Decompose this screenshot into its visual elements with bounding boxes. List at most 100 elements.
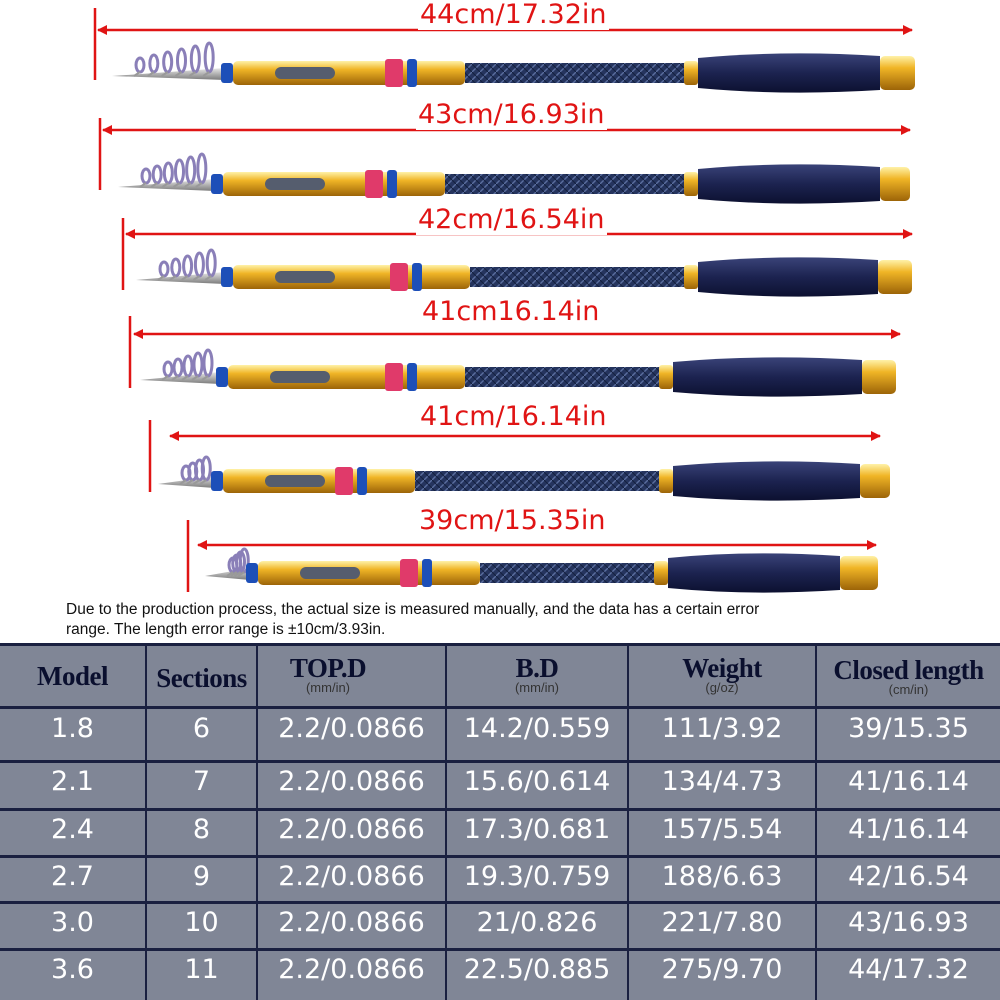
rod-guide-foot (171, 375, 179, 381)
rod-blank (445, 174, 690, 194)
cell-top-diameter: 2.2/0.0866 (278, 861, 425, 892)
cell-model: 2.7 (51, 861, 94, 892)
rod-guide-foot (202, 71, 210, 77)
cell-top-diameter: 2.2/0.0866 (278, 814, 425, 845)
rod-guide-ring (148, 53, 160, 74)
rod-red-ring (385, 363, 403, 391)
rod-grip (698, 257, 878, 297)
cell-butt-diameter: 21/0.826 (476, 907, 598, 938)
rod-3 (121, 218, 913, 297)
rod-guide-ring (193, 251, 205, 278)
rod-grip (698, 164, 880, 204)
rod-ferrule (684, 265, 698, 289)
note-line-1: Due to the production process, the actua… (66, 601, 760, 618)
rod-guide-foot (233, 571, 242, 577)
grid-line (0, 760, 1000, 763)
cell-weight: 134/4.73 (661, 766, 783, 797)
cell-sections: 11 (184, 954, 219, 985)
rod-guide-foot (150, 182, 158, 188)
rod-guide-foot (201, 375, 209, 381)
rod-5 (148, 420, 890, 501)
rod-blue-ring (387, 170, 397, 198)
grid-line (445, 643, 447, 1000)
rod-guide-ring (196, 152, 208, 185)
rod-red-ring (390, 263, 408, 291)
dimension-label-4: 41cm16.14in (420, 296, 602, 327)
rod-gold-section (258, 561, 480, 585)
rod-illustration (93, 8, 915, 593)
rod-guide-ring (202, 348, 214, 378)
rod-6 (186, 520, 878, 593)
rod-guide-ring (192, 351, 204, 378)
rod-guide-ring (189, 44, 201, 74)
rod-collar (221, 63, 233, 83)
rod-tip (158, 476, 215, 488)
rod-guide-foot (179, 479, 187, 485)
rod-guide-foot (133, 71, 141, 77)
rod-guide-foot (139, 182, 147, 188)
rod-1 (93, 8, 915, 93)
dimension-label-5: 41cm/16.14in (418, 401, 609, 432)
rod-guide-foot (181, 375, 189, 381)
rod-guide-foot (186, 479, 194, 485)
grid-line (145, 643, 147, 1000)
cell-butt-diameter: 22.5/0.885 (463, 954, 611, 985)
rod-guide-foot (192, 275, 200, 281)
cell-closed-length: 39/15.35 (848, 713, 969, 744)
rod-guide-ring (203, 41, 215, 74)
cell-weight: 221/7.80 (661, 907, 783, 938)
header-butt-diameter: B.D(mm/in) (514, 653, 560, 695)
grid-line (256, 643, 258, 1000)
rod-guide-ring (185, 155, 197, 185)
rod-guide-ring (172, 357, 184, 378)
rod-blank (470, 267, 690, 287)
rod-guide-foot (188, 71, 196, 77)
cell-sections: 10 (184, 907, 219, 938)
rod-red-ring (335, 467, 353, 495)
rod-guide-ring (151, 164, 163, 185)
cell-top-diameter: 2.2/0.0866 (278, 713, 425, 744)
header-closed-length: Closed length(cm/in) (833, 655, 984, 697)
rod-collar (211, 471, 223, 491)
rod-guide-foot (199, 479, 207, 485)
rod-blue-ring (407, 363, 417, 391)
rod-ferrule (684, 61, 698, 85)
rod-grip (673, 357, 862, 397)
rod-guide-foot (230, 571, 238, 577)
rod-guide-foot (204, 275, 212, 281)
spec-table: Model Sections TOP.D(mm/in) B.D(mm/in) W… (0, 643, 1000, 1000)
rod-guide-foot (191, 375, 199, 381)
rod-blank (465, 63, 690, 83)
rod-butt-cap (880, 56, 915, 90)
cell-weight: 275/9.70 (661, 954, 783, 985)
rod-butt-cap (840, 556, 878, 590)
rod-guide-foot (195, 182, 203, 188)
rod-guide-foot (161, 375, 169, 381)
rod-reel-seat (265, 178, 325, 190)
cell-butt-diameter: 14.2/0.559 (463, 713, 611, 744)
rod-guide-foot (157, 275, 165, 281)
rod-guide-ring (200, 455, 212, 482)
cell-top-diameter: 2.2/0.0866 (278, 907, 425, 938)
rod-ferrule (659, 469, 673, 493)
cell-weight: 157/5.54 (661, 814, 783, 845)
cell-closed-length: 43/16.93 (848, 907, 969, 938)
rod-reel-seat (265, 475, 325, 487)
cell-weight: 111/3.92 (661, 713, 783, 744)
rod-guide-foot (226, 571, 234, 577)
cell-top-diameter: 2.2/0.0866 (278, 954, 425, 985)
rod-grip (668, 553, 840, 593)
rod-4 (128, 316, 901, 397)
rod-2 (98, 118, 911, 204)
cell-butt-diameter: 15.6/0.614 (463, 766, 611, 797)
rod-guide-foot (192, 479, 201, 485)
note-line-2: range. The length error range is ±10cm/3… (66, 621, 386, 638)
cell-sections: 9 (192, 861, 211, 892)
rod-collar (246, 563, 258, 583)
grid-line (0, 808, 1000, 811)
rod-collar (211, 174, 223, 194)
rod-blank (480, 563, 660, 583)
rod-guide-ring (162, 161, 174, 185)
dimension-label-2: 43cm/16.93in (416, 99, 607, 130)
cell-sections: 6 (192, 713, 211, 744)
